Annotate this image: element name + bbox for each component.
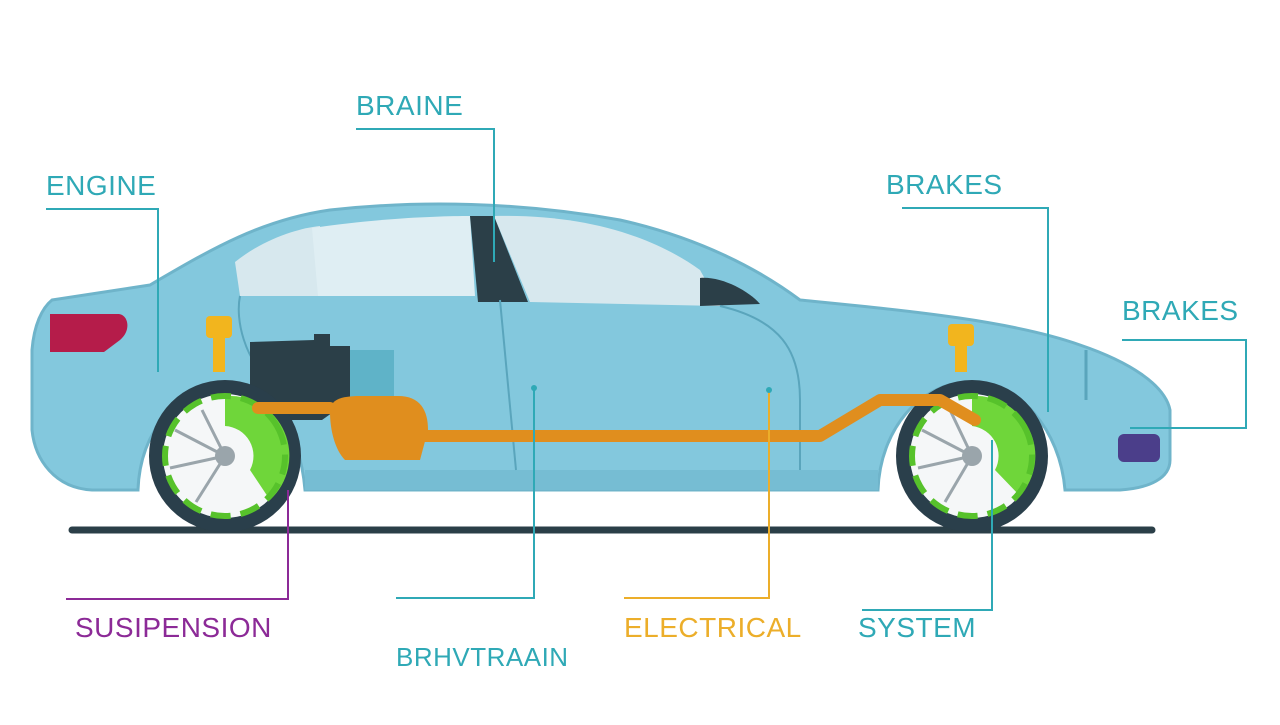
- leader-dot-drivetrain: [531, 385, 537, 391]
- body-lower-panel: [305, 470, 878, 490]
- leader-brakes-top: [902, 207, 1049, 412]
- rear-window: [235, 226, 320, 296]
- mirror: [700, 277, 760, 306]
- leader-brakes-right: [1122, 339, 1247, 429]
- label-braine: BRAINE: [356, 90, 464, 121]
- engine-cover: [350, 350, 394, 398]
- label-suspension: SUSIPENSION: [75, 612, 272, 643]
- front-shock-absorber: [948, 324, 974, 372]
- label-drivetrain: BRHVTRAAIN: [396, 642, 569, 672]
- engine-block: [250, 334, 350, 420]
- leader-electrical: [624, 388, 770, 599]
- b-pillar: [470, 216, 528, 302]
- label-engine: ENGINE: [46, 170, 157, 201]
- leader-engine: [46, 208, 159, 372]
- drivetrain-shaft: [252, 394, 981, 442]
- leader-system: [862, 440, 993, 611]
- transmission-housing: [330, 396, 428, 460]
- rear-shock-absorber: [206, 316, 232, 372]
- headlight: [1118, 434, 1160, 462]
- leader-braine: [356, 128, 495, 262]
- leader-drivetrain: [396, 386, 535, 599]
- door-line-front: [719, 305, 801, 470]
- front-window: [494, 215, 720, 306]
- leader-dot-electrical: [766, 387, 772, 393]
- label-system: SYSTEM: [858, 612, 977, 643]
- front-wheel: [896, 380, 1048, 532]
- label-electrical: ELECTRICAL: [624, 612, 802, 643]
- label-brakes-top: BRAKES: [886, 169, 1003, 200]
- label-brakes-right: BRAKES: [1122, 295, 1239, 326]
- leader-suspension: [66, 490, 289, 600]
- side-window: [312, 216, 475, 296]
- taillight: [50, 314, 128, 352]
- rear-wheel: [149, 380, 301, 532]
